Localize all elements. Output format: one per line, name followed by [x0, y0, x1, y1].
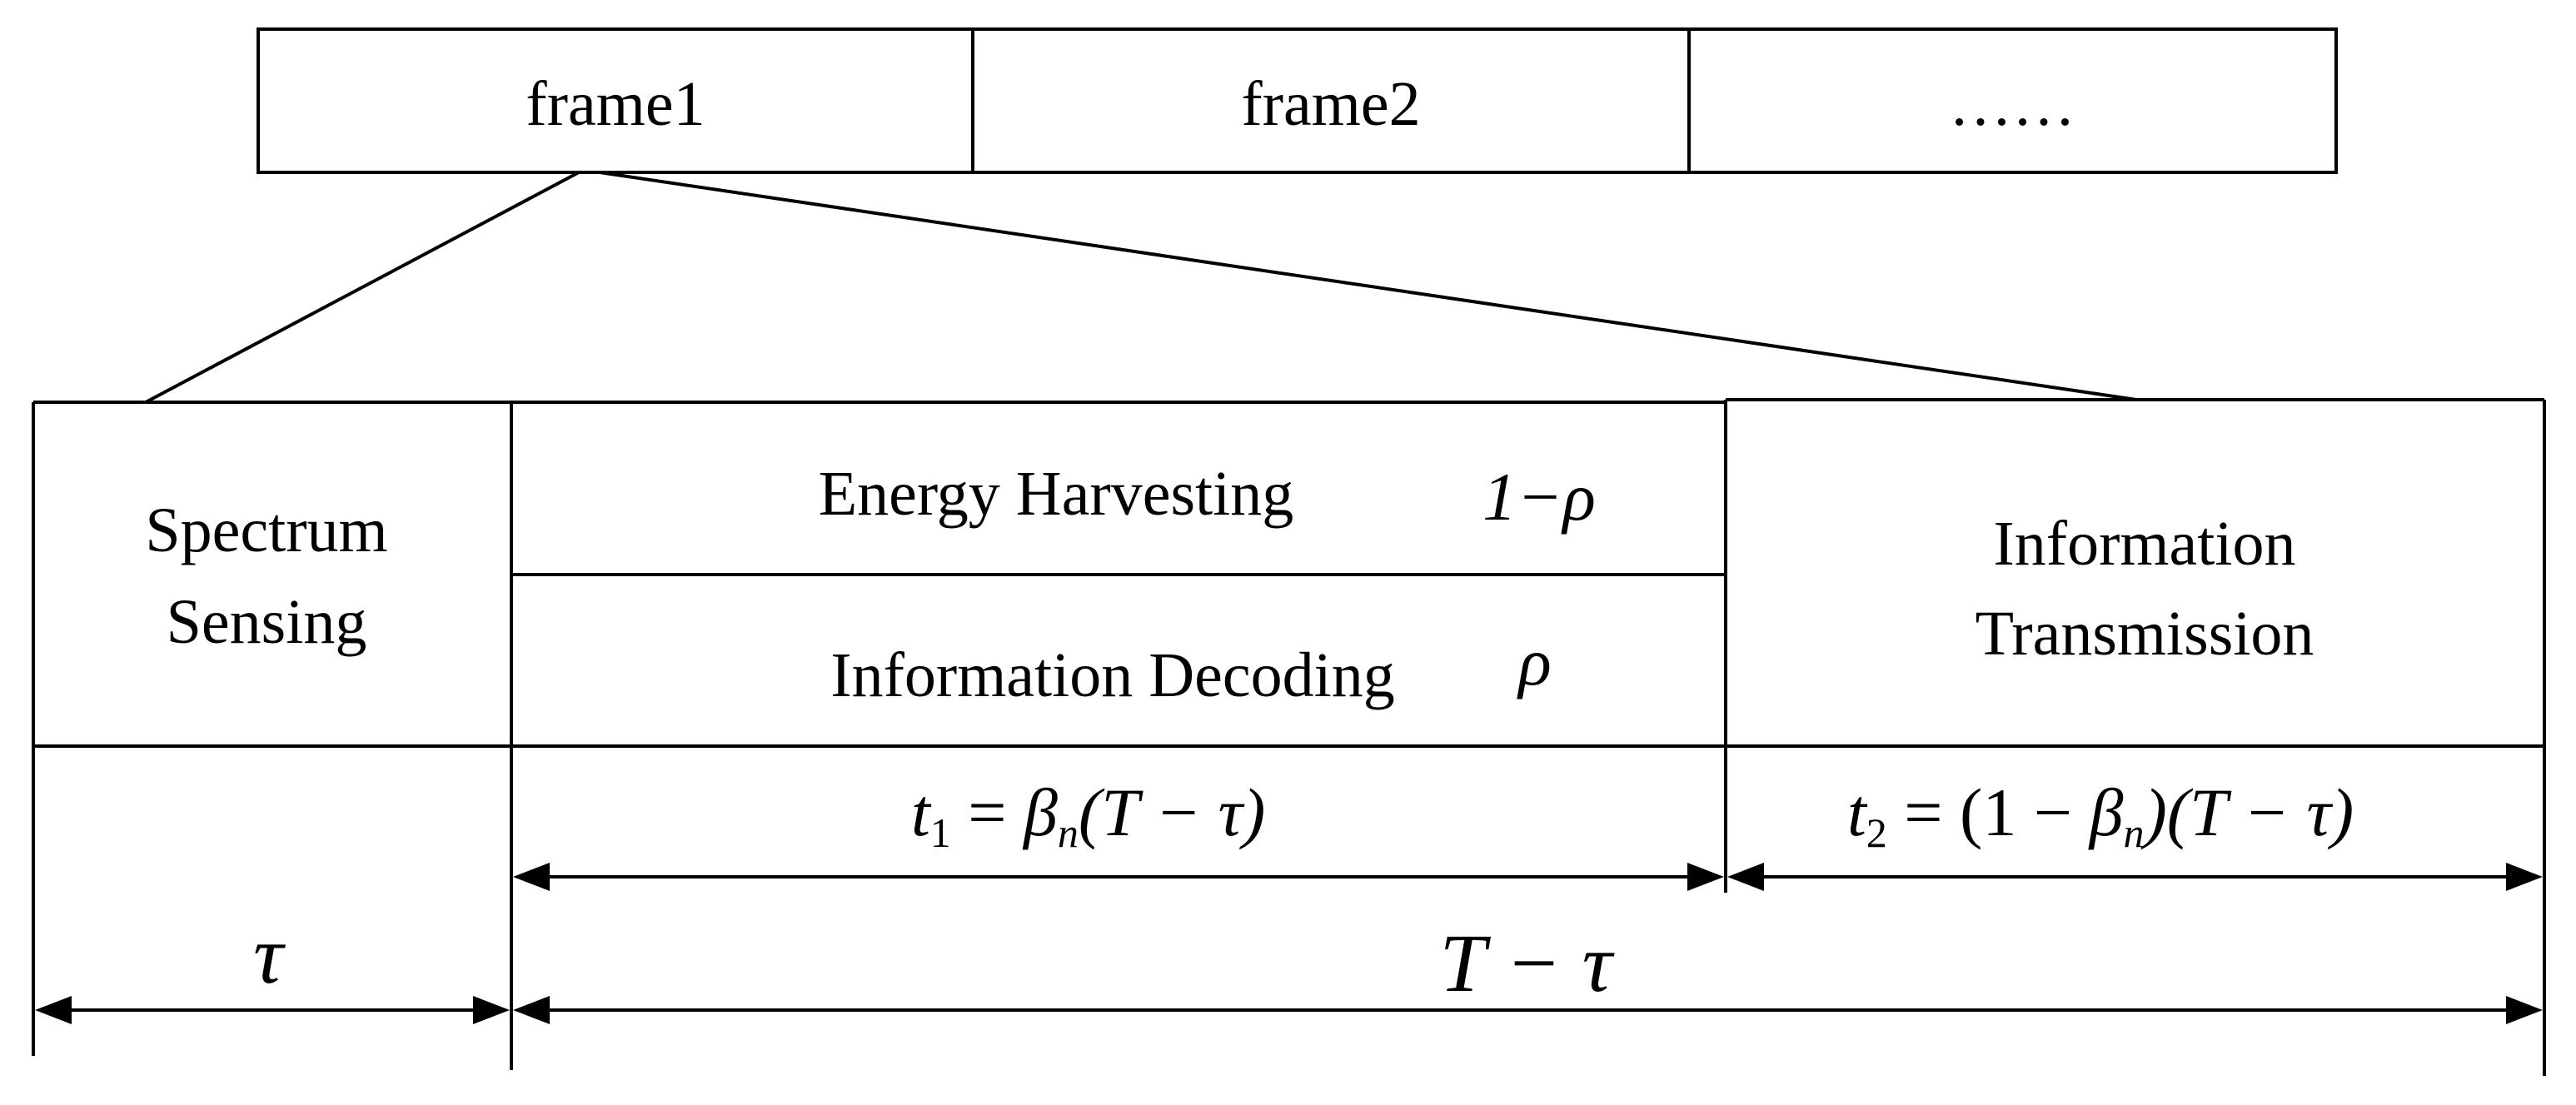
frame2-label: frame2	[1241, 69, 1420, 139]
t2-equals: = (1 −	[1887, 774, 2090, 850]
t2-subscript: 2	[1866, 809, 1887, 856]
information-decoding-label: Information Decoding	[830, 640, 1394, 710]
t1-remainder: (T − τ)	[1079, 774, 1265, 850]
t2-var: t	[1847, 774, 1868, 850]
information-transmission-line1: Information	[1993, 509, 2295, 579]
total-duration-label: T − τ	[1439, 917, 1614, 1009]
information-transmission-line2: Transmission	[1976, 599, 2314, 669]
t2-arrow-head-right	[2506, 863, 2543, 891]
spectrum-sensing-line2: Sensing	[167, 587, 367, 657]
energy-harvesting-label: Energy Harvesting	[819, 459, 1294, 529]
t1-equation: t1 = βn(T − τ)	[911, 774, 1265, 856]
zoom-lines	[145, 171, 2137, 404]
frame1-label: frame1	[526, 69, 705, 139]
tau-label: τ	[253, 908, 286, 1001]
t2-remainder: )(T − τ)	[2140, 774, 2354, 850]
total-arrow-head-left	[513, 996, 550, 1024]
t1-beta: β	[1022, 774, 1058, 850]
t1-subscript: 1	[930, 809, 951, 856]
more-frames-ellipsis: ……	[1949, 69, 2075, 139]
total-arrow-head-right	[2506, 996, 2543, 1024]
tau-arrow-head-right	[473, 996, 510, 1024]
t1-arrow-head-right	[1687, 863, 1724, 891]
tau-arrow-head-left	[35, 996, 72, 1024]
t2-arrow-head-left	[1727, 863, 1764, 891]
frame-row-border	[257, 27, 2338, 174]
energy-harvesting-factor: 1−ρ	[1482, 459, 1596, 535]
t1-var: t	[911, 774, 932, 850]
t1-equals: =	[951, 774, 1024, 850]
information-decoding-factor: ρ	[1516, 624, 1551, 699]
zoom-line-right	[599, 171, 2137, 401]
zoom-line-left	[145, 171, 580, 404]
duration-arrows	[35, 863, 2543, 1024]
t2-equation: t2 = (1 − βn)(T − τ)	[1847, 774, 2354, 856]
t1-arrow-head-left	[513, 863, 550, 891]
frame-row	[257, 27, 2338, 174]
spectrum-sensing-line1: Spectrum	[145, 495, 387, 565]
t2-beta-subscript: n	[2123, 809, 2144, 856]
t2-beta: β	[2088, 774, 2124, 850]
t1-beta-subscript: n	[1058, 809, 1079, 856]
frame-detail	[32, 398, 2546, 1076]
